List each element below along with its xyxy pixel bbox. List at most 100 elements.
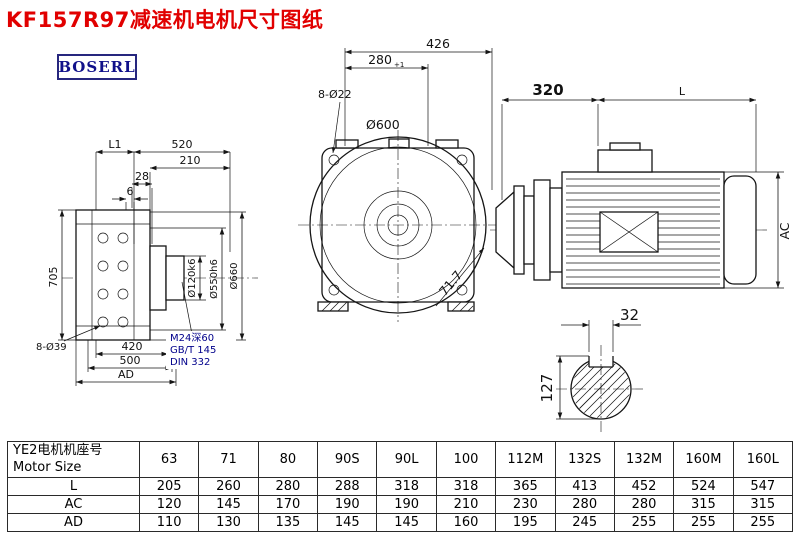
table-cell: 318 xyxy=(435,477,497,496)
dim-500-label: 500 xyxy=(120,354,141,367)
dim-28-label: 28 xyxy=(135,170,149,183)
dim-O660-label: Ø660 xyxy=(228,263,240,290)
page-title: KF157R97减速机电机尺寸图纸 xyxy=(6,8,324,32)
dim-8xO39-label: 8-Ø39 xyxy=(36,341,67,353)
table-cell: 145 xyxy=(376,513,437,532)
table-cell: 160 xyxy=(435,513,497,532)
lifting-lug xyxy=(388,138,410,149)
terminal-box xyxy=(597,149,653,173)
size-header: 71 xyxy=(198,441,259,478)
note-din-label: DIN 332 xyxy=(170,357,210,368)
dim-520-label: 520 xyxy=(172,138,193,151)
size-header: 132M xyxy=(613,441,675,478)
dim-8xO22-label: 8-Ø22 xyxy=(318,88,352,101)
dim-O550h6-label: Ø550h6 xyxy=(208,259,220,299)
dim-705-label: 705 xyxy=(47,267,60,288)
shaft-section-view: 32 127 xyxy=(538,306,646,433)
size-header: 132S xyxy=(554,441,615,478)
table-cell: 260 xyxy=(198,477,259,496)
dim-L-label: L xyxy=(679,85,686,98)
dim-AC-label: AC xyxy=(777,222,792,239)
note-tap-label: M24深60 xyxy=(170,332,214,344)
table-cell: 190 xyxy=(376,495,437,514)
flange-bolt-holes xyxy=(97,232,129,328)
gearbox-body-outline xyxy=(75,209,151,341)
size-header: 63 xyxy=(138,441,200,478)
row-label: L xyxy=(7,477,140,496)
table-cell: 280 xyxy=(257,477,319,496)
row-label: AC xyxy=(7,495,140,514)
dim-AD-label: AD xyxy=(118,368,134,381)
size-header: 100 xyxy=(435,441,497,478)
table-cell: 170 xyxy=(257,495,319,514)
table-cell: 145 xyxy=(198,495,259,514)
row-label: AD xyxy=(7,513,140,532)
table-cell: 547 xyxy=(732,477,794,496)
table-cell: 255 xyxy=(732,513,794,532)
dim-320-label: 320 xyxy=(532,81,563,99)
table-cell: 120 xyxy=(138,495,200,514)
size-header: 160M xyxy=(673,441,734,478)
table-cell: 524 xyxy=(673,477,734,496)
table-cell: 255 xyxy=(673,513,734,532)
left-view: L1 520 210 28 6 705 420 xyxy=(36,138,258,386)
table-cell: 452 xyxy=(613,477,675,496)
dim-L1-label: L1 xyxy=(108,138,121,151)
header-cn: YE2电机机座号 xyxy=(13,443,103,459)
motor-flange xyxy=(533,179,551,281)
fan-cover xyxy=(723,175,757,285)
table-cell: 210 xyxy=(435,495,497,514)
table-cell: 205 xyxy=(138,477,200,496)
dim-280-label: 280 xyxy=(368,52,392,67)
size-header: 90L xyxy=(376,441,437,478)
table-cell: 315 xyxy=(732,495,794,514)
table-cell: 280 xyxy=(613,495,675,514)
note-gb-label: GB/T 145 xyxy=(170,345,216,356)
table-cell: 413 xyxy=(554,477,615,496)
output-shaft-outline xyxy=(165,255,185,301)
table-cell: 130 xyxy=(198,513,259,532)
front-view: 426 280 +1 8-Ø22 Ø600 71.7 xyxy=(298,36,508,322)
size-header: 90S xyxy=(317,441,378,478)
table-cell: 288 xyxy=(317,477,378,496)
table-cell: 110 xyxy=(138,513,200,532)
table-cell: 135 xyxy=(257,513,319,532)
header-en: Motor Size xyxy=(13,459,82,475)
table-cell: 245 xyxy=(554,513,615,532)
brand-logo: BOSERL xyxy=(57,54,137,80)
table-cell: 255 xyxy=(613,513,675,532)
dim-280-tolerance: +1 xyxy=(394,61,404,69)
table-cell: 230 xyxy=(495,495,556,514)
size-header: 112M xyxy=(495,441,556,478)
table-cell: 315 xyxy=(673,495,734,514)
table-cell: 195 xyxy=(495,513,556,532)
dim-O120k6-label: Ø120k6 xyxy=(186,258,198,297)
table-cell: 365 xyxy=(495,477,556,496)
motor-view: 320 L AC xyxy=(490,81,792,289)
dim-426-label: 426 xyxy=(426,36,450,51)
dim-210-label: 210 xyxy=(180,154,201,167)
dim-127-label: 127 xyxy=(538,374,556,403)
dim-420-label: 420 xyxy=(122,340,143,353)
size-header: 160L xyxy=(732,441,794,478)
table-cell: 318 xyxy=(376,477,437,496)
foot-hatch xyxy=(321,301,474,312)
housing-bolt-holes xyxy=(328,154,468,296)
table-header-label: YE2电机机座号 Motor Size xyxy=(7,441,140,478)
table-cell: 280 xyxy=(554,495,615,514)
size-header: 80 xyxy=(257,441,319,478)
input-bell xyxy=(495,190,515,270)
table-cell: 145 xyxy=(317,513,378,532)
dim-6-label: 6 xyxy=(127,185,134,198)
dim-O600-label: Ø600 xyxy=(366,117,400,132)
dim-32-label: 32 xyxy=(620,306,639,324)
table-cell: 190 xyxy=(317,495,378,514)
